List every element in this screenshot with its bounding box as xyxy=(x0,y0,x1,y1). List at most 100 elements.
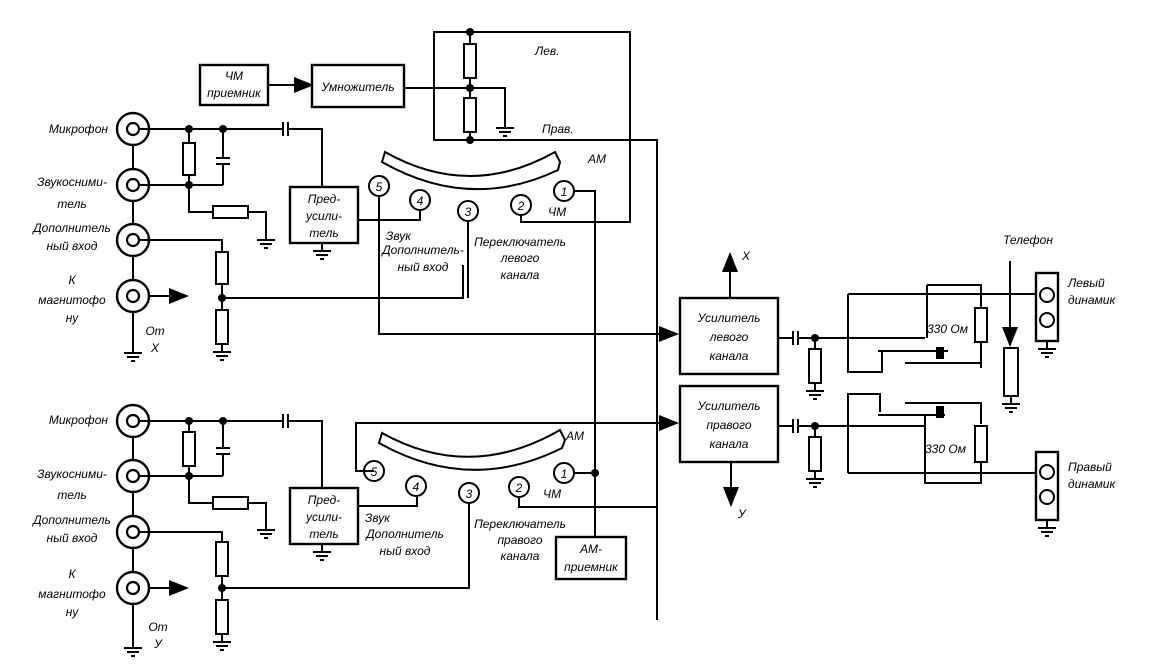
pickup-label-bottom-2: тель xyxy=(57,488,86,502)
amp-left-label-1: Усилитель xyxy=(697,311,761,325)
from-x-label-1: От xyxy=(145,324,164,338)
switch-left-name-3: канала xyxy=(501,268,540,282)
am-receiver-label-2: приемник xyxy=(564,560,619,574)
top-input-jacks: Микрофон Звукосними- тель Дополнитель ны… xyxy=(31,111,189,362)
switch-left-pos-3: 3 xyxy=(465,205,472,219)
switch-right-pos-1: 1 xyxy=(561,467,568,481)
amp-right-label-1: Усилитель xyxy=(697,399,761,413)
amp-left-label-3: канала xyxy=(710,349,749,363)
tape-label-top-1: К xyxy=(68,273,76,287)
telephone-load-resistor xyxy=(1003,347,1019,397)
preamp-top-label-2: усили- xyxy=(305,209,342,223)
multiplier-block: Умножитель xyxy=(310,63,406,109)
switch-left-fm-label: ЧМ xyxy=(548,205,566,219)
pickup-label-top-2: тель xyxy=(57,197,86,211)
switch-right-sound-label: Звук xyxy=(365,511,391,525)
fm-receiver-label-2: приемник xyxy=(207,86,262,100)
switch-left-positions: 1 2 3 4 5 xyxy=(368,175,575,222)
amp-left-label-2: левого xyxy=(709,330,749,344)
switch-right-aux-label-1: Дополнитель xyxy=(364,527,444,541)
speaker-right: Правый динамик xyxy=(1034,450,1116,537)
preamp-top-label-3: тель xyxy=(309,226,338,240)
right-decoder-wire xyxy=(470,139,658,620)
multiplier-label: Умножитель xyxy=(320,80,394,94)
preamp-bottom-label-1: Пред- xyxy=(308,493,341,507)
switch-left-pos-4: 4 xyxy=(417,194,424,208)
output-y-label: У xyxy=(737,507,747,521)
pickup-label-top-1: Звукосними- xyxy=(37,175,107,189)
aux-label-bottom-1: Дополнитель xyxy=(31,513,111,527)
amplifier-right-block: Усилитель правого канала xyxy=(678,384,780,464)
switch-right-pos-2: 2 xyxy=(515,481,523,495)
tape-label-top-2: магнитофо xyxy=(38,293,106,307)
am-receiver-label-1: АМ- xyxy=(579,542,602,556)
aux-label-bottom-2: ный вход xyxy=(47,531,98,545)
switch-right-pos-3: 3 xyxy=(466,487,473,501)
tape-label-bottom-3: ну xyxy=(66,605,80,619)
switch-right-name-3: канала xyxy=(501,549,540,563)
resistor-left-label: 330 Ом xyxy=(927,322,968,336)
tape-label-bottom-1: К xyxy=(68,567,76,581)
aux-label-top-1: Дополнитель xyxy=(31,221,111,235)
telephone-label: Телефон xyxy=(1003,233,1053,247)
switch-right-name-1: Переключатель xyxy=(474,517,566,531)
am-receiver-block: АМ- приемник xyxy=(554,535,628,581)
switch-left-name-1: Переключатель xyxy=(474,235,566,249)
resistor-right-label: 330 Ом xyxy=(925,442,966,456)
decoder-left-label: Лев. xyxy=(534,44,560,58)
fm-receiver-label-1: ЧМ xyxy=(225,69,243,83)
from-x-label-2: X xyxy=(150,341,160,355)
preamp-block-top: Пред- усили- тель xyxy=(288,185,360,260)
switch-left-aux-label-2: ный вход xyxy=(398,260,449,274)
switch-right-am-label: АМ xyxy=(565,429,584,443)
microphone-label-bottom: Микрофон xyxy=(49,413,109,427)
amplifier-left-block: Усилитель левого канала xyxy=(678,296,780,376)
switch-right-pos-5: 5 xyxy=(371,465,378,479)
switch-right-fm-label: ЧМ xyxy=(543,487,561,501)
decoder-resistor-right xyxy=(463,97,477,133)
left-output-network: 330 Ом xyxy=(778,284,1038,400)
switch-left-pos-2: 2 xyxy=(517,199,525,213)
speaker-right-label-2: динамик xyxy=(1068,477,1116,491)
pickup-label-bottom-1: Звукосними- xyxy=(37,467,107,481)
right-output-network: 330 Ом xyxy=(778,393,1038,488)
microphone-label-top: Микрофон xyxy=(49,122,109,136)
preamp-block-bottom: Пред- усили- тель xyxy=(288,486,360,561)
right-channel-switch[interactable]: 1 2 3 4 5 АМ ЧМ Звук Дополнитель ный вхо… xyxy=(363,428,584,563)
speaker-right-label-1: Правый xyxy=(1068,460,1112,474)
switch-right-name-2: правого xyxy=(497,533,542,547)
fm-receiver-block: ЧМ приемник xyxy=(198,63,270,107)
amp-right-label-3: канала xyxy=(710,437,749,451)
switch-left-am-label: АМ xyxy=(587,152,606,166)
speaker-left-label-1: Левый xyxy=(1067,276,1105,290)
output-x-label: X xyxy=(741,249,751,263)
top-input-network xyxy=(139,122,464,361)
tape-label-bottom-2: магнитофо xyxy=(38,587,106,601)
decoder-right-label: Прав. xyxy=(542,122,574,136)
bottom-input-jacks: Микрофон Звукосними- тель Дополнитель ны… xyxy=(31,403,189,657)
switch-right-pos-4: 4 xyxy=(413,480,420,494)
tape-label-top-3: ну xyxy=(66,311,80,325)
tape-jack-bottom xyxy=(115,570,151,606)
amp-right-label-2: правого xyxy=(706,418,751,432)
switch-left-aux-label-1: Дополнитель- xyxy=(380,243,464,257)
switch-left-name-2: левого xyxy=(500,251,540,265)
from-y-label-1: От xyxy=(148,620,167,634)
decoder-resistor-left xyxy=(463,43,477,79)
preamp-top-label-1: Пред- xyxy=(308,192,341,206)
stereo-decoder: Лев. Прав. xyxy=(404,28,631,144)
switch-right-aux-label-2: ный вход xyxy=(380,544,431,558)
tape-jack-top xyxy=(115,278,151,314)
preamp-bottom-label-2: усили- xyxy=(305,510,342,524)
switch-left-sound-label: Звук xyxy=(386,229,412,243)
speaker-left-label-2: динамик xyxy=(1068,293,1116,307)
preamp-bottom-label-3: тель xyxy=(309,527,338,541)
switch-left-pos-5: 5 xyxy=(376,180,383,194)
speaker-left: Левый динамик xyxy=(1034,271,1116,358)
switch-left-pos-1: 1 xyxy=(561,185,568,199)
from-y-label-2: У xyxy=(153,637,163,651)
bottom-input-network xyxy=(139,414,470,651)
aux-label-top-2: ный вход xyxy=(47,239,98,253)
left-channel-switch[interactable]: 1 2 3 4 5 АМ ЧМ Звук Дополнитель- ный вх… xyxy=(368,150,606,282)
